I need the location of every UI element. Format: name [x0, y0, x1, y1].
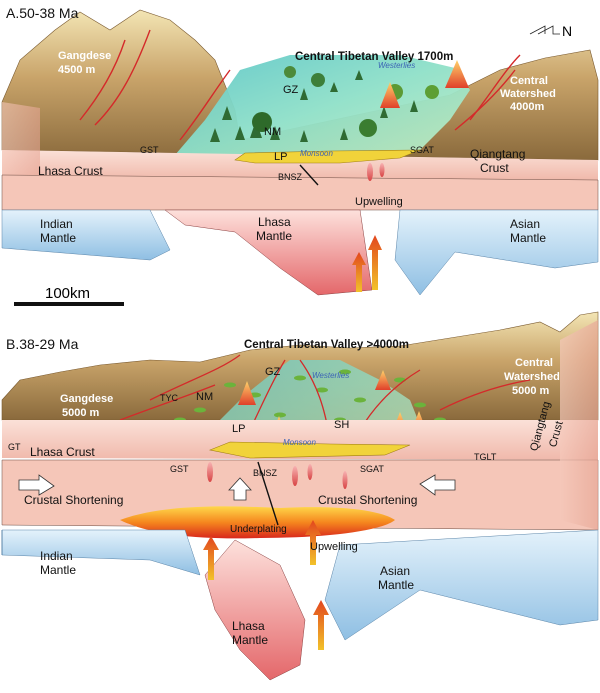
gz-label-b: GZ: [265, 366, 281, 378]
shortening-arrow-left: [18, 474, 55, 496]
gangdese-label-b-1: Gangdese: [60, 393, 113, 405]
crust-b: [2, 420, 598, 460]
westerlies-label-a: Westerlies: [378, 61, 415, 70]
shortening-label-left: Crustal Shortening: [24, 493, 123, 507]
upwelling-arrow-b-3: [313, 600, 329, 650]
monsoon-label-a: Monsoon: [300, 149, 333, 158]
sh-label-b: SH: [334, 419, 349, 431]
upwelling-arrow-a-2: [352, 252, 366, 292]
upwelling-arrow-b-1: [203, 536, 219, 580]
watershed-label-b-3: 5000 m: [512, 385, 550, 397]
indian-mantle-a: [1, 209, 171, 261]
north-label: N: [562, 23, 572, 39]
sediment-b: [208, 441, 411, 459]
upwelling-arrow-a-1: [368, 235, 382, 290]
volcanoes-a: [380, 60, 469, 108]
gangdese-label-b-2: 5000 m: [62, 407, 100, 419]
sgat-label-b: SGAT: [360, 464, 384, 474]
lhasa-crust-label-b: Lhasa Crust: [30, 445, 95, 459]
bnsz-label-a: BNSZ: [278, 172, 303, 182]
watershed-label-a-2: Watershed: [500, 88, 556, 100]
lhasa-mantle-label-b-1: Lhasa: [232, 619, 265, 633]
asian-mantle-label-a-2: Mantle: [510, 231, 546, 245]
qiangtang-crust-label-a-2: Crust: [480, 161, 509, 175]
asian-mantle-label-b-2: Mantle: [378, 578, 414, 592]
uplift-arrow-b: [228, 477, 252, 501]
lhasa-crust-label-a: Lhasa Crust: [38, 164, 103, 178]
indian-mantle-label-a-2: Mantle: [40, 231, 76, 245]
gst-label-a: GST: [140, 145, 159, 155]
indian-mantle-label-a-1: Indian: [40, 217, 73, 231]
watershed-label-a-3: 4000m: [510, 101, 544, 113]
trees-a: [210, 66, 439, 142]
upwelling-label-a: Upwelling: [355, 196, 403, 208]
lhasa-mantle-b: [204, 539, 306, 681]
scale-bar-label: 100km: [45, 285, 90, 302]
faults-a: [79, 29, 521, 141]
panel-a-title: A.50-38 Ma: [6, 5, 79, 21]
shortening-label-right: Crustal Shortening: [318, 493, 417, 507]
asian-mantle-b: [324, 529, 599, 641]
westerlies-label-b: Westerlies: [312, 371, 349, 380]
qiangtang-crust-label-a-1: Qiangtang: [470, 147, 525, 161]
watershed-label-b-2: Watershed: [504, 371, 560, 383]
gangdese-label-a-2: 4500 m: [58, 64, 96, 76]
lp-label-b: LP: [232, 423, 245, 435]
lhasa-mantle-label-b-2: Mantle: [232, 633, 268, 647]
bnsz-label-b: BNSZ: [253, 468, 278, 478]
gst-label-b: GST: [170, 464, 189, 474]
valley-label-a: Central Tibetan Valley 1700m: [295, 51, 453, 63]
upwelling-arrow-b-2: [305, 520, 321, 565]
indian-mantle-b: [1, 529, 201, 576]
watershed-label-b-1: Central: [515, 357, 553, 369]
sediment-a: [234, 149, 421, 164]
valley-label-b: Central Tibetan Valley >4000m: [244, 339, 409, 351]
gz-label-a: GZ: [283, 84, 299, 96]
panel-b-title: B.38-29 Ma: [6, 336, 79, 352]
gt-label-b: GT: [8, 442, 21, 452]
gangdese-label-a-1: Gangdese: [58, 50, 111, 62]
nm-label-b: NM: [196, 391, 213, 403]
scale-bar: 100km: [14, 285, 124, 306]
asian-mantle-a: [394, 209, 599, 296]
lhasa-mantle-a: [164, 209, 373, 296]
valley-a: [175, 55, 470, 162]
tglt-label-b: TGLT: [474, 452, 497, 462]
sgat-label-a: SGAT: [410, 145, 434, 155]
lhasa-mantle-label-a-2: Mantle: [256, 229, 292, 243]
nm-label-a: NM: [264, 126, 281, 138]
upwelling-label-b: Upwelling: [310, 541, 358, 553]
underplating-label: Underplating: [230, 524, 287, 535]
indian-mantle-label-b-2: Mantle: [40, 563, 76, 577]
indian-mantle-label-b-1: Indian: [40, 549, 73, 563]
asian-mantle-label-a-1: Asian: [510, 217, 540, 231]
panel-a: A.50-38 Ma N Central Tibetan Valley 1700…: [1, 5, 599, 296]
north-arrow-icon: [529, 25, 560, 35]
lhasa-mantle-label-a-1: Lhasa: [258, 215, 291, 229]
lp-label-a: LP: [274, 151, 287, 163]
monsoon-label-b: Monsoon: [283, 438, 316, 447]
watershed-label-a-1: Central: [510, 75, 548, 87]
shortening-arrow-right: [419, 474, 456, 496]
underplating-b: [120, 506, 395, 539]
asian-mantle-label-b-1: Asian: [380, 564, 410, 578]
panel-b: B.38-29 Ma Central Tibetan Valley >4000m…: [1, 311, 599, 681]
tyc-label-b: TYC: [160, 393, 179, 403]
qiangtang-side-b: [560, 320, 598, 530]
